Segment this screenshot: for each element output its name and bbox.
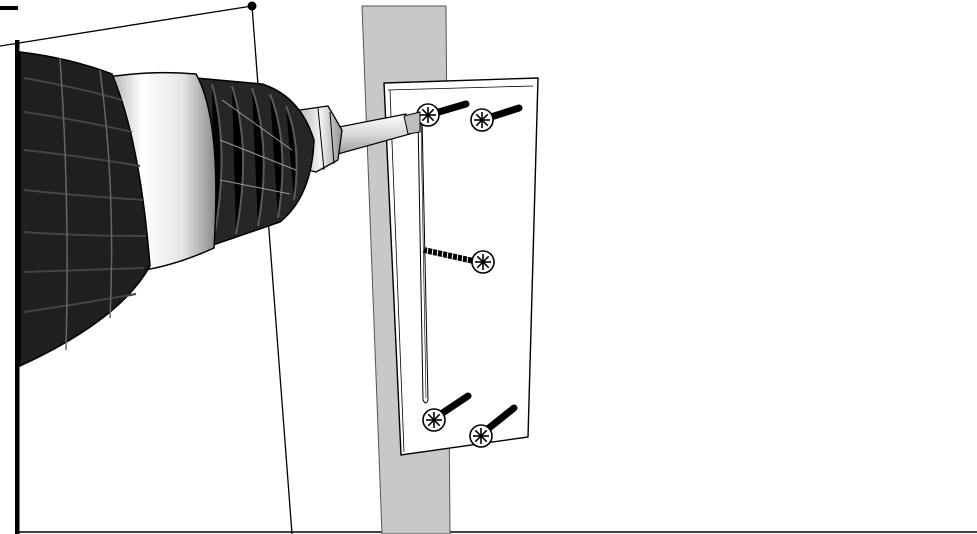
power-drill [20,52,420,366]
